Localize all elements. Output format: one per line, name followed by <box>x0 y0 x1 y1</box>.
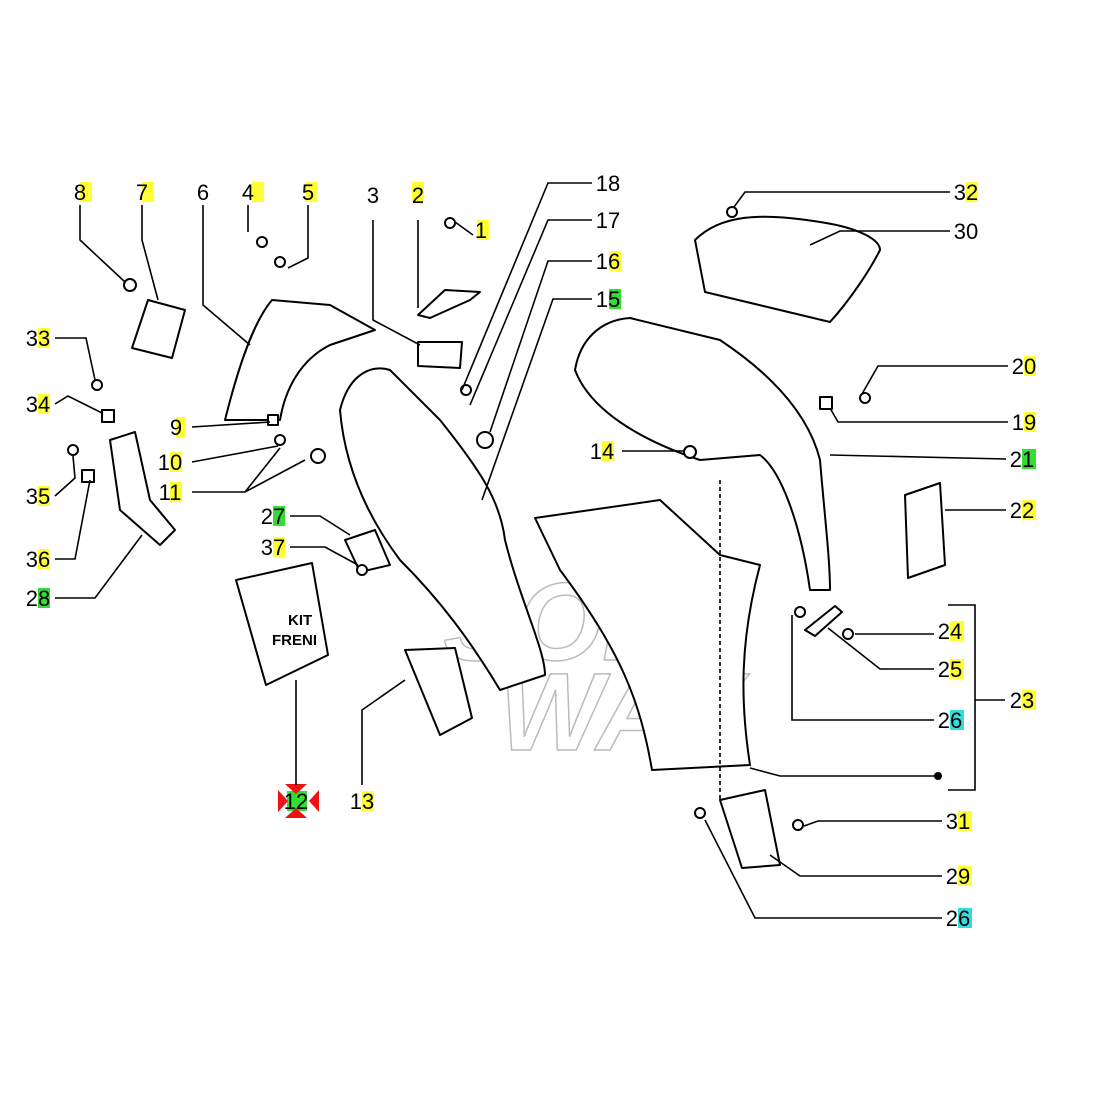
callout-20: 20 <box>1012 354 1036 379</box>
part-5-nut <box>274 256 286 268</box>
part-37-screw <box>356 564 368 576</box>
callout-35: 35 <box>26 484 50 509</box>
callout-labels: 1 2 3 4 5 6 7 8 9 10 11 12 13 14 15 16 1… <box>26 171 1036 931</box>
callout-17: 17 <box>596 208 620 233</box>
callout-30: 30 <box>954 219 978 244</box>
part-20-screw <box>859 392 871 404</box>
part-24-screw <box>842 628 854 640</box>
part-24-center-panel <box>534 499 761 771</box>
callout-13: 13 <box>350 789 374 814</box>
part-2-bracket <box>417 289 481 319</box>
callout-4: 4 <box>242 180 254 205</box>
part-19-nut <box>819 396 833 410</box>
callout-9: 9 <box>170 415 182 440</box>
callout-25: 25 <box>938 657 962 682</box>
label-highlights <box>38 182 1036 928</box>
callout-36: 36 <box>26 547 50 572</box>
part-27-cover <box>344 529 391 573</box>
leader-lines <box>54 182 1008 919</box>
callout-12: 12 <box>284 789 308 814</box>
callout-3: 3 <box>367 183 379 208</box>
part-4-screw <box>256 236 268 248</box>
callout-8: 8 <box>74 180 86 205</box>
part-32-screw <box>726 206 738 218</box>
part-7-bracket <box>131 299 186 359</box>
part-29-flap <box>719 789 781 869</box>
part-34-nut <box>101 409 115 423</box>
callout-7: 7 <box>136 180 148 205</box>
callout-21: 21 <box>1010 447 1034 472</box>
callout-23: 23 <box>1010 688 1034 713</box>
part-14-screw <box>683 445 697 459</box>
part-31-screw <box>792 819 804 831</box>
part-3-plate <box>417 341 463 369</box>
callout-24: 24 <box>938 619 962 644</box>
callout-26: 26 <box>938 708 962 733</box>
parts <box>67 206 946 869</box>
selection-marker-icon <box>278 784 319 818</box>
part-13-light <box>404 647 473 736</box>
callout-26-lower: 26 <box>946 906 970 931</box>
part-26-clip-b <box>794 606 806 618</box>
part-26-clip <box>694 807 706 819</box>
callout-34: 34 <box>26 392 50 417</box>
kit-text-line2: FRENI <box>272 632 317 649</box>
callout-29: 29 <box>946 864 970 889</box>
part-10-key <box>274 434 286 446</box>
callout-14: 14 <box>590 439 614 464</box>
part-6-mudguard <box>224 299 376 421</box>
callout-22: 22 <box>1010 498 1034 523</box>
callout-37: 37 <box>261 535 285 560</box>
kit-text-line1: KIT <box>288 612 312 629</box>
part-35-screw <box>67 444 79 456</box>
callout-10: 10 <box>158 450 182 475</box>
callout-28: 28 <box>26 586 50 611</box>
part-25-plate <box>804 605 843 637</box>
callout-32: 32 <box>954 180 978 205</box>
callout-6: 6 <box>197 180 209 205</box>
callout-2: 2 <box>412 183 424 208</box>
part-33-screw <box>91 379 103 391</box>
callout-31: 31 <box>946 809 970 834</box>
callout-18: 18 <box>596 171 620 196</box>
callout-1: 1 <box>475 218 487 243</box>
part-36-clip <box>81 469 95 483</box>
part-12-kit <box>235 562 329 686</box>
callout-27: 27 <box>261 504 285 529</box>
part-30-grab-rail <box>694 215 881 323</box>
part-22-light <box>904 482 946 579</box>
part-9-nut <box>267 414 279 426</box>
part-16-lock <box>476 431 494 449</box>
part-8-screw <box>123 278 137 292</box>
part-28-handle <box>109 431 176 546</box>
bullet-dot <box>934 772 942 780</box>
callout-19: 19 <box>1012 410 1036 435</box>
callout-5: 5 <box>302 180 314 205</box>
callout-11: 11 <box>159 480 182 505</box>
part-15-front-shield <box>339 367 546 691</box>
callout-33: 33 <box>26 326 50 351</box>
callout-15: 15 <box>596 287 620 312</box>
part-11-barrel <box>310 448 326 464</box>
part-1-screw <box>444 217 456 229</box>
callout-16: 16 <box>596 249 620 274</box>
